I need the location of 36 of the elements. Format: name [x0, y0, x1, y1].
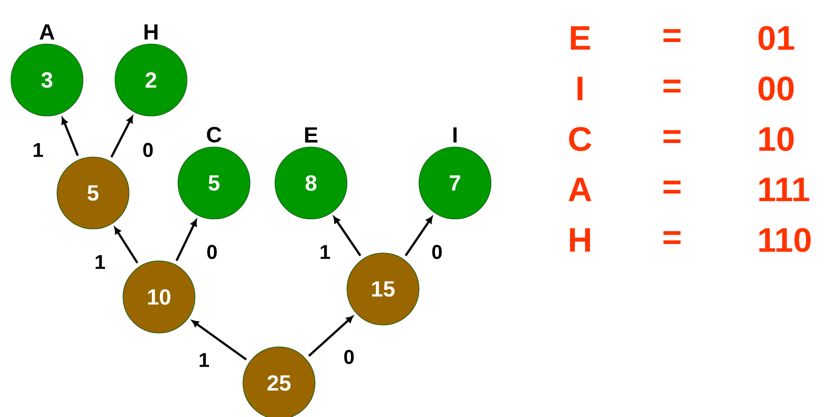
code-table-text: =: [663, 231, 681, 244]
code-table-text: 110: [759, 228, 811, 252]
node-label: A: [40, 24, 54, 40]
arrow: [404, 216, 433, 256]
edge-label: 1: [31, 142, 45, 158]
arrow: [114, 227, 138, 264]
code-table-text: C: [569, 126, 592, 152]
edge-label: 0: [430, 244, 444, 260]
code-table-text: 00: [758, 76, 794, 101]
arrow: [176, 219, 197, 262]
arrow: [110, 116, 133, 158]
arrow: [333, 216, 362, 256]
code-table-text: =: [663, 29, 681, 42]
code-table-text: =: [663, 80, 681, 92]
node-label: C: [206, 126, 222, 142]
code-table-text: 111: [759, 178, 810, 202]
code-table-text: =: [663, 130, 681, 143]
code-table-text: =: [663, 180, 681, 194]
node-label: I: [453, 127, 457, 142]
node-label: E: [305, 127, 318, 142]
arrow: [308, 316, 354, 357]
code-table-text: H: [570, 228, 590, 252]
edge-label: 1: [197, 352, 211, 368]
edge-label: 0: [342, 348, 356, 366]
code-table-text: 01: [758, 26, 794, 50]
edge-label: 0: [205, 244, 219, 260]
code-table-text: 10: [759, 126, 794, 152]
node-label: H: [144, 24, 158, 40]
edge-label: 1: [93, 254, 107, 270]
code-table-text: A: [568, 178, 592, 202]
edge-label: 0: [141, 142, 155, 158]
edge-label: 1: [318, 244, 332, 260]
arrow: [61, 118, 79, 156]
code-table-text: E: [570, 26, 590, 50]
code-table-text: I: [578, 76, 582, 100]
arrow: [192, 320, 247, 360]
